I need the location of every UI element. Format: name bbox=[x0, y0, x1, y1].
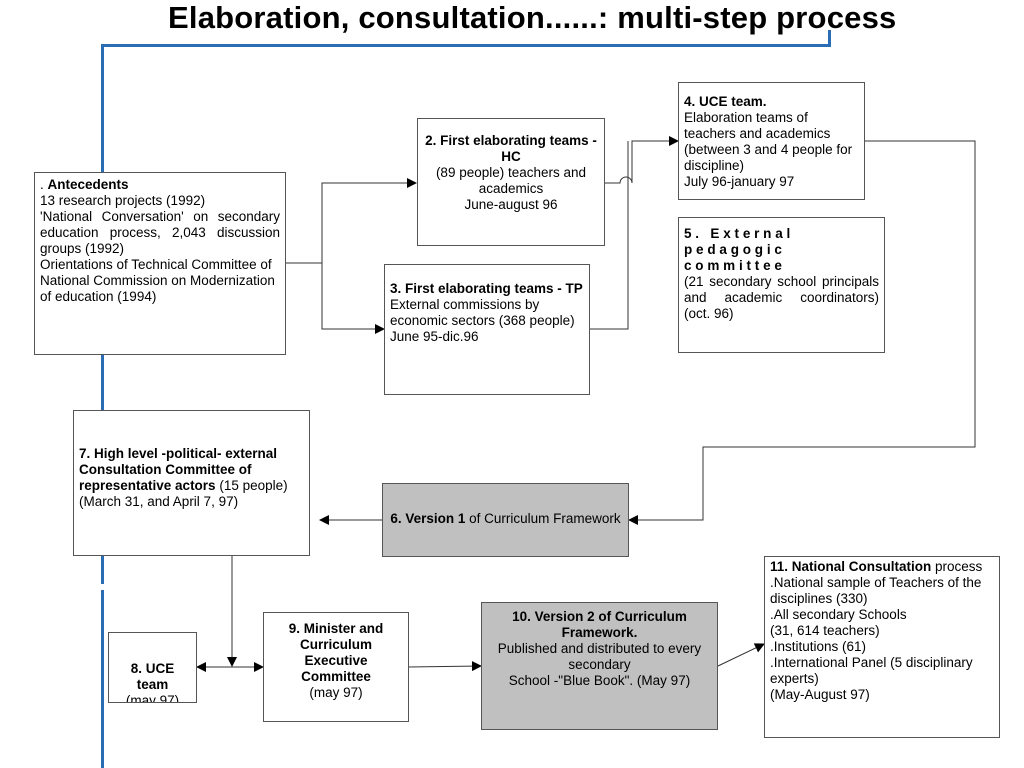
national-rest: process bbox=[931, 559, 983, 574]
tp-heading: 3. First elaborating teams - TP bbox=[390, 281, 583, 296]
first-elaborating-teams-tp-box: 3. First elaborating teams - TP External… bbox=[384, 264, 590, 395]
uce4-line-2: July 96-january 97 bbox=[684, 174, 795, 189]
antecedents-line-3: Orientations of Technical Committee of N… bbox=[40, 257, 275, 304]
uce4-line-1: Elaboration teams of teachers and academ… bbox=[684, 110, 853, 173]
version-2-box: 10. Version 2 of Curriculum Framework. P… bbox=[481, 602, 718, 730]
connector-tp-to-uce bbox=[590, 141, 629, 330]
minister-heading: 9. Minister and Curriculum Executive Com… bbox=[288, 621, 384, 684]
tp-line-2: June 95-dic.96 bbox=[390, 329, 479, 344]
version1-heading: 6. Version 1 bbox=[390, 511, 466, 526]
accent-line-top bbox=[101, 44, 831, 47]
connector-hc-to-uce bbox=[605, 136, 679, 184]
connector-version2-to-national bbox=[717, 643, 765, 667]
external-pedagogic-committee-box: 5. External pedagogic committee (21 seco… bbox=[678, 217, 885, 353]
hc-line-1: (89 people) teachers and academics bbox=[435, 165, 587, 196]
accent-line-left-lower bbox=[101, 590, 104, 768]
version2-heading: 10. Version 2 of Curriculum Framework. bbox=[512, 609, 687, 640]
connector-antecedents-split bbox=[286, 178, 417, 264]
antecedents-line-1: 13 research projects (1992) bbox=[40, 193, 206, 208]
uce4-heading: 4. UCE team. bbox=[684, 94, 767, 109]
connector-to-tp bbox=[321, 263, 385, 334]
hc-heading: 2. First elaborating teams - HC bbox=[425, 133, 597, 164]
national-line-2: .All secondary Schools bbox=[770, 607, 907, 622]
national-line-5: .International Panel (5 disciplinary exp… bbox=[770, 655, 973, 686]
highlevel-rest: (15 people) bbox=[215, 478, 288, 493]
accent-line-top-tick bbox=[828, 30, 831, 47]
first-elaborating-teams-hc-box: 2. First elaborating teams - HC (89 peop… bbox=[417, 118, 605, 246]
antecedents-prefix: . bbox=[40, 177, 48, 192]
minister-line-1: (may 97) bbox=[309, 685, 363, 700]
antecedents-box: . Antecedents 13 research projects (1992… bbox=[34, 172, 286, 355]
tp-line-1: External commissions by economic sectors… bbox=[390, 297, 575, 328]
version1-rest: of Curriculum Framework bbox=[465, 511, 621, 526]
connector-minister-to-version2 bbox=[407, 661, 482, 672]
connector-uce-to-version1 bbox=[628, 140, 976, 525]
national-line-6: (May-August 97) bbox=[770, 687, 870, 702]
version2-line-2: School -"Blue Book". (May 97) bbox=[508, 673, 691, 688]
highlevel-line-1: (March 31, and April 7, 97) bbox=[79, 494, 239, 509]
minister-committee-box: 9. Minister and Curriculum Executive Com… bbox=[263, 612, 409, 722]
hc-line-2: June-august 96 bbox=[464, 197, 558, 212]
uce-team-8-box: 8. UCE team (may 97) bbox=[108, 632, 197, 703]
antecedents-line-2: 'National Conversation' on secondary edu… bbox=[40, 209, 280, 256]
version2-line-1: Published and distributed to every secon… bbox=[497, 641, 702, 672]
uce-team-4-box: 4. UCE team. Elaboration teams of teache… bbox=[678, 82, 865, 200]
uce8-line-1: (may 97) bbox=[125, 693, 180, 703]
national-heading: 11. National Consultation bbox=[770, 559, 932, 574]
uce8-heading: 8. UCE team bbox=[130, 661, 175, 692]
national-line-4: .Institutions (61) bbox=[770, 639, 867, 654]
page-title: Elaboration, consultation......: multi-s… bbox=[168, 0, 897, 35]
external-heading: 5. External pedagogic committee bbox=[684, 226, 795, 273]
external-line-1: (21 secondary school principals and acad… bbox=[684, 274, 879, 321]
version-1-box: 6. Version 1 of Curriculum Framework bbox=[382, 483, 629, 557]
national-line-3: (31, 614 teachers) bbox=[770, 623, 880, 638]
high-level-committee-box: 7. High level -political- external Consu… bbox=[73, 410, 310, 556]
national-line-1: .National sample of Teachers of the disc… bbox=[770, 575, 982, 606]
highlevel-heading: 7. High level -political- external Consu… bbox=[79, 446, 278, 493]
national-consultation-box: 11. National Consultation process .Natio… bbox=[764, 556, 1000, 738]
antecedents-heading: Antecedents bbox=[47, 177, 129, 192]
